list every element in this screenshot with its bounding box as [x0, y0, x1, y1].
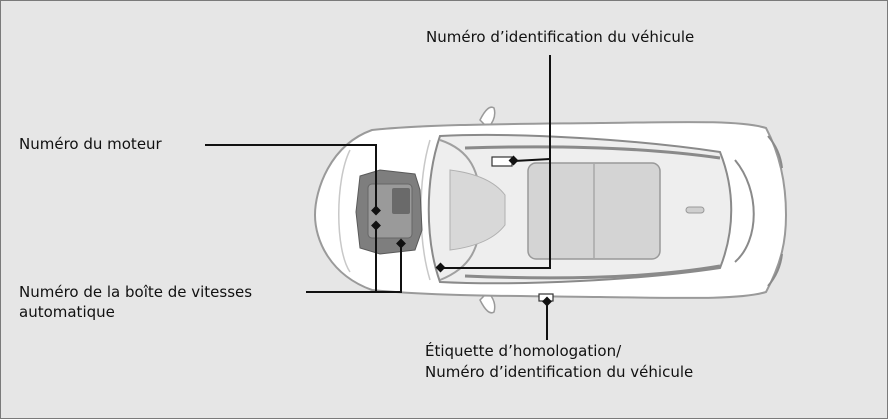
markers: [371, 155, 552, 307]
marker-vin-windshield: [435, 262, 446, 273]
label-certification-line2: Numéro d’identification du véhicule: [425, 363, 694, 381]
leader-transmission-2: [376, 244, 402, 293]
leader-vin-top: [441, 55, 551, 269]
vin-plate: [491, 156, 513, 167]
engine-detail-2: [392, 188, 410, 214]
label-transmission-number-line1: Numéro de la boîte de vitesses: [19, 283, 253, 301]
label-engine-number: Numéro du moteur: [19, 135, 162, 153]
leader-lines: [205, 55, 551, 340]
leader-vin-plate: [513, 158, 551, 162]
marker-engine: [371, 205, 381, 216]
tail-light-bottom: [767, 253, 783, 287]
roof-rail-top: [464, 145, 721, 160]
tail-light-top: [767, 135, 783, 169]
label-vin-top: Numéro d’identification du véhicule: [426, 28, 695, 46]
marker-vin-plate: [508, 155, 519, 166]
hood-line-left: [338, 149, 351, 273]
front-seats: [449, 169, 506, 251]
label-certification-line1: Étiquette d’homologation/: [425, 342, 622, 360]
marker-transmission-2: [396, 238, 406, 249]
marker-transmission-1: [371, 220, 381, 231]
leader-engine: [205, 144, 377, 211]
roof-rail-bottom: [464, 264, 721, 280]
rear-window: [734, 159, 755, 263]
label-transmission-number-line2: automatique: [19, 303, 115, 321]
marker-cert: [542, 296, 552, 307]
rear-handle: [685, 206, 705, 214]
